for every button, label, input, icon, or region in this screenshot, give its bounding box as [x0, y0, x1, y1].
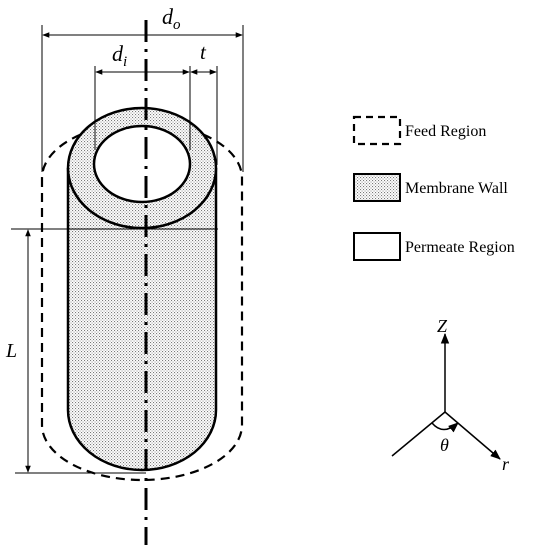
legend-label-membrane: Membrane Wall [405, 180, 508, 197]
length-dimension: L [5, 228, 218, 474]
legend-item-membrane: Membrane Wall [353, 173, 508, 202]
theta-arc [431, 422, 459, 433]
length-label: L [5, 340, 17, 362]
outer-diameter-subscript: o [173, 17, 181, 33]
r-axis [444, 411, 501, 460]
permeate-region [92, 124, 192, 204]
inner-diameter-subscript: i [123, 54, 127, 70]
svg-text:do: do [162, 4, 181, 33]
svg-text:di: di [112, 41, 127, 70]
outer-diameter-symbol: d [162, 4, 174, 29]
coordinate-axes: Z r θ [391, 316, 510, 474]
legend-swatch-dotted [353, 173, 401, 202]
legend-item-permeate: Permeate Region [353, 232, 515, 261]
thickness-dimension: t [190, 40, 218, 165]
inner-diameter-dimension: di [94, 41, 191, 150]
back-axis [391, 411, 446, 457]
theta-label: θ [440, 435, 449, 455]
r-axis-label: r [502, 454, 510, 474]
z-axis-label: Z [437, 316, 448, 336]
legend-swatch-dashed [352, 115, 402, 146]
inner-diameter-symbol: d [112, 41, 124, 66]
legend-label-permeate: Permeate Region [405, 239, 515, 256]
outer-diameter-dimension: do [41, 4, 244, 172]
legend: Feed Region Membrane Wall Permeate Regio… [352, 115, 515, 261]
legend-label-feed: Feed Region [405, 123, 486, 140]
legend-swatch-solid [353, 232, 401, 261]
legend-item-feed: Feed Region [352, 115, 486, 146]
thickness-label: t [200, 40, 207, 64]
